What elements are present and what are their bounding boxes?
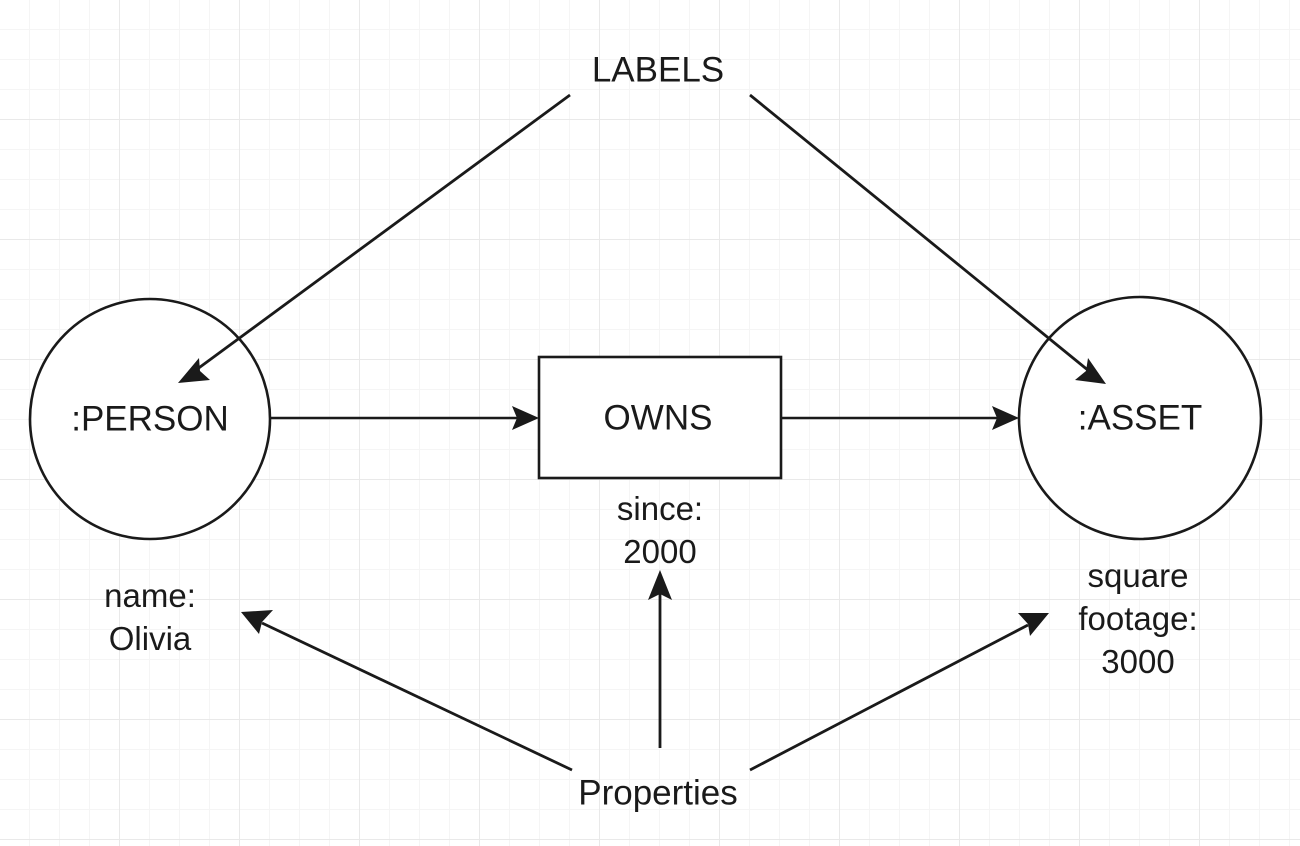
person-property-line-1: name:: [104, 577, 196, 614]
relationship-owns-box[interactable]: [537, 355, 783, 480]
node-asset-properties: square footage: 3000: [1078, 555, 1197, 684]
annot-labels-to-asset-arrowhead: [1075, 358, 1106, 384]
person-property-line-2: Olivia: [108, 619, 192, 657]
owns-property-line-1: since:: [616, 490, 704, 527]
annot-properties-to-person-line: [261, 621, 573, 772]
annot-labels-to-person-arrowhead: [178, 358, 210, 383]
relationship-owns-label: OWNS: [603, 398, 713, 438]
asset-property-line-2: footage:: [1078, 599, 1198, 637]
annotation-labels-text: LABELS: [591, 50, 725, 90]
annot-properties-to-person-arrowhead: [241, 610, 273, 634]
owns-property-line-2: 2000: [623, 532, 697, 570]
edge-person-to-owns-arrowhead: [512, 406, 539, 430]
annot-labels-to-asset-line: [749, 93, 1090, 373]
annotation-properties-text: Properties: [578, 773, 738, 813]
asset-property-line-3: 3000: [1101, 642, 1175, 680]
annot-properties-to-owns-arrowhead: [648, 570, 672, 600]
annot-labels-to-person-line: [195, 93, 571, 372]
relationship-owns-properties: since: 2000: [617, 488, 703, 574]
node-asset-label: :ASSET: [1077, 398, 1203, 438]
edge-owns-to-asset-arrowhead: [992, 406, 1019, 430]
node-person-properties: name: Olivia: [104, 575, 196, 661]
node-person-label: :PERSON: [71, 399, 229, 439]
annot-properties-to-asset-line: [749, 623, 1029, 772]
asset-property-line-1: square: [1087, 557, 1189, 594]
annot-properties-to-asset-arrowhead: [1018, 613, 1049, 636]
